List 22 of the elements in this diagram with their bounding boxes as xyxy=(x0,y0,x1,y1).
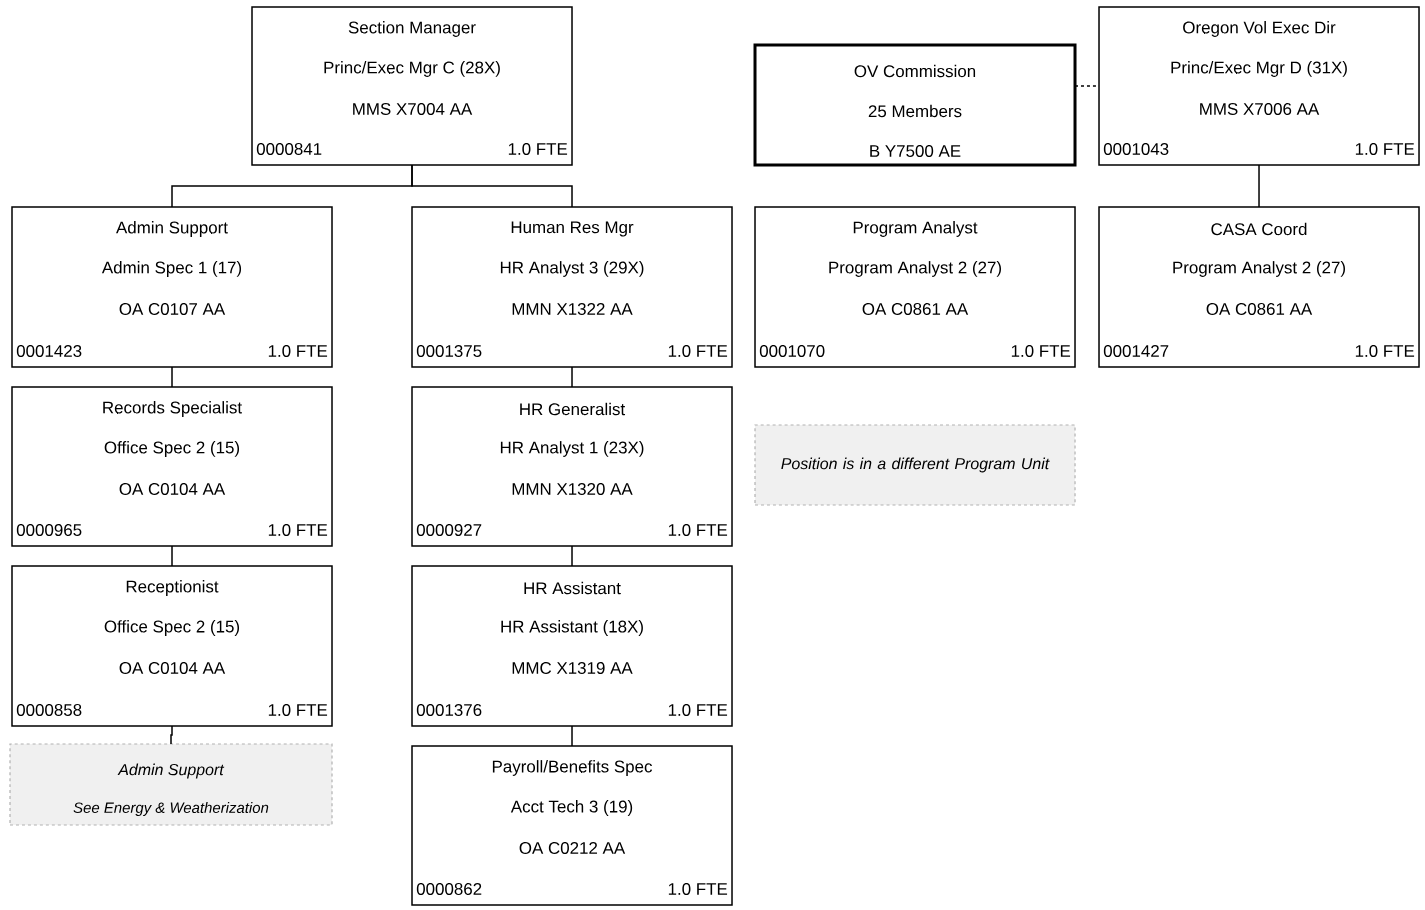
position-box: Records Specialist Office Spec 2 (15) OA C0104 AA 0000965 1.0 FTE xyxy=(11,386,333,547)
connector-line xyxy=(170,725,173,745)
position-box: CASA Coord Program Analyst 2 (27) OA C0861 AA 0001427 1.0 FTE xyxy=(1098,206,1420,368)
position-box: Admin Support Admin Spec 1 (17) OA C0107 AA 0001423 1.0 FTE xyxy=(11,206,333,368)
note-box: Position is in a different Program Unit xyxy=(754,424,1076,506)
connector-line xyxy=(571,366,573,388)
note-box: Admin Support See Energy & Weatherization xyxy=(9,743,333,826)
position-box: Receptionist Office Spec 2 (15) OA C0104 AA 0000858 1.0 FTE xyxy=(11,565,333,727)
position-box: Human Res Mgr HR Analyst 3 (29X) MMN X1322 AA 0001375 1.0 FTE xyxy=(411,206,733,368)
position-box: Section Manager Princ/Exec Mgr C (28X) MMS X7004 AA 0000841 1.0 FTE xyxy=(251,6,573,166)
position-box: Payroll/Benefits Spec Acct Tech 3 (19) OA C0212 AA 0000862 1.0 FTE xyxy=(411,745,733,906)
position-box: Oregon Vol Exec Dir Princ/Exec Mgr D (31X) MMS X7006 AA 0001043 1.0 FTE xyxy=(1098,6,1420,166)
connector-line xyxy=(1258,164,1260,208)
connector-line xyxy=(571,725,573,747)
position-box: HR Assistant HR Assistant (18X) MMC X1319 AA 0001376 1.0 FTE xyxy=(411,565,733,727)
position-box: Program Analyst Program Analyst 2 (27) OA C0861 AA 0001070 1.0 FTE xyxy=(754,206,1076,368)
connector-line xyxy=(571,545,573,567)
connector-line xyxy=(411,164,573,208)
board-box: OV Commission 25 Members B Y7500 AE xyxy=(753,43,1077,167)
position-box: HR Generalist HR Analyst 1 (23X) MMN X1320 AA 0000927 1.0 FTE xyxy=(411,386,733,547)
connector-line xyxy=(171,366,173,388)
connector-line xyxy=(171,545,173,567)
